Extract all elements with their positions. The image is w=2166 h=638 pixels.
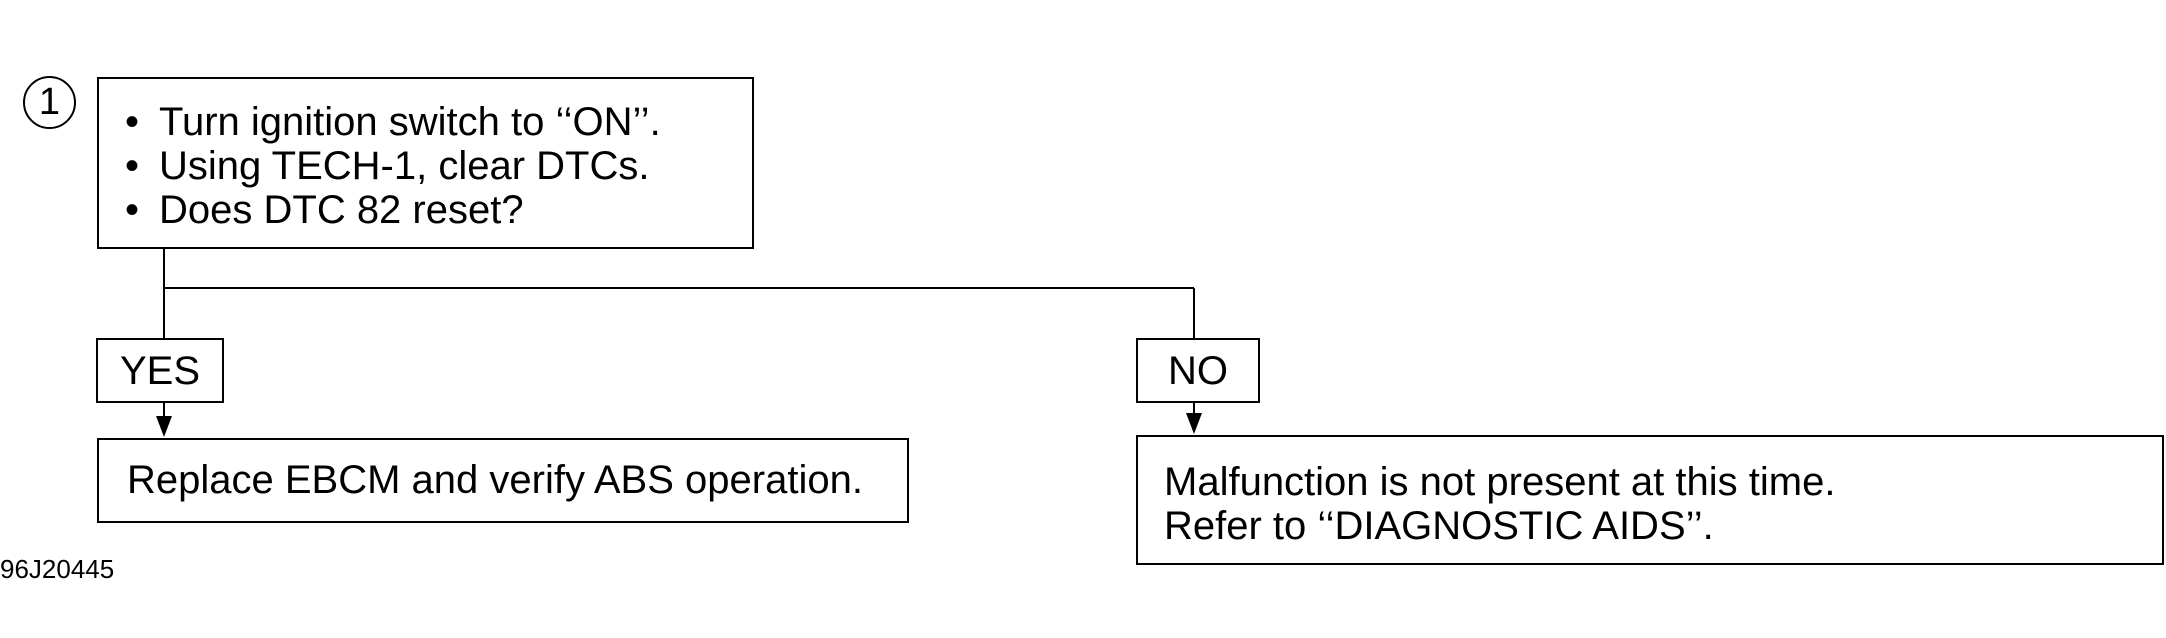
question-line-2: •Using TECH-1, clear DTCs. (125, 144, 650, 188)
question-line-1: •Turn ignition switch to ‘‘ON’’. (125, 100, 661, 144)
arrow-yes-icon (156, 416, 172, 437)
no-result-box: Malfunction is not present at this time.… (1136, 435, 2164, 565)
yes-label: YES (96, 338, 224, 403)
bullet-icon: • (125, 144, 140, 188)
yes-result-box: Replace EBCM and verify ABS operation. (97, 438, 909, 523)
bullet-icon: • (125, 188, 140, 232)
step-number-badge: 1 (23, 76, 76, 129)
bullet-icon: • (125, 100, 140, 144)
yes-result-text: Replace EBCM and verify ABS operation. (127, 458, 863, 502)
question-box: •Turn ignition switch to ‘‘ON’’. •Using … (97, 77, 754, 249)
question-line-3: •Does DTC 82 reset? (125, 188, 524, 232)
arrow-no-icon (1186, 413, 1202, 434)
no-label: NO (1136, 338, 1260, 403)
no-result-line-2: Refer to ‘‘DIAGNOSTIC AIDS’’. (1164, 504, 1714, 548)
figure-code: 96J20445 (0, 554, 115, 584)
no-result-line-1: Malfunction is not present at this time. (1164, 460, 1836, 504)
